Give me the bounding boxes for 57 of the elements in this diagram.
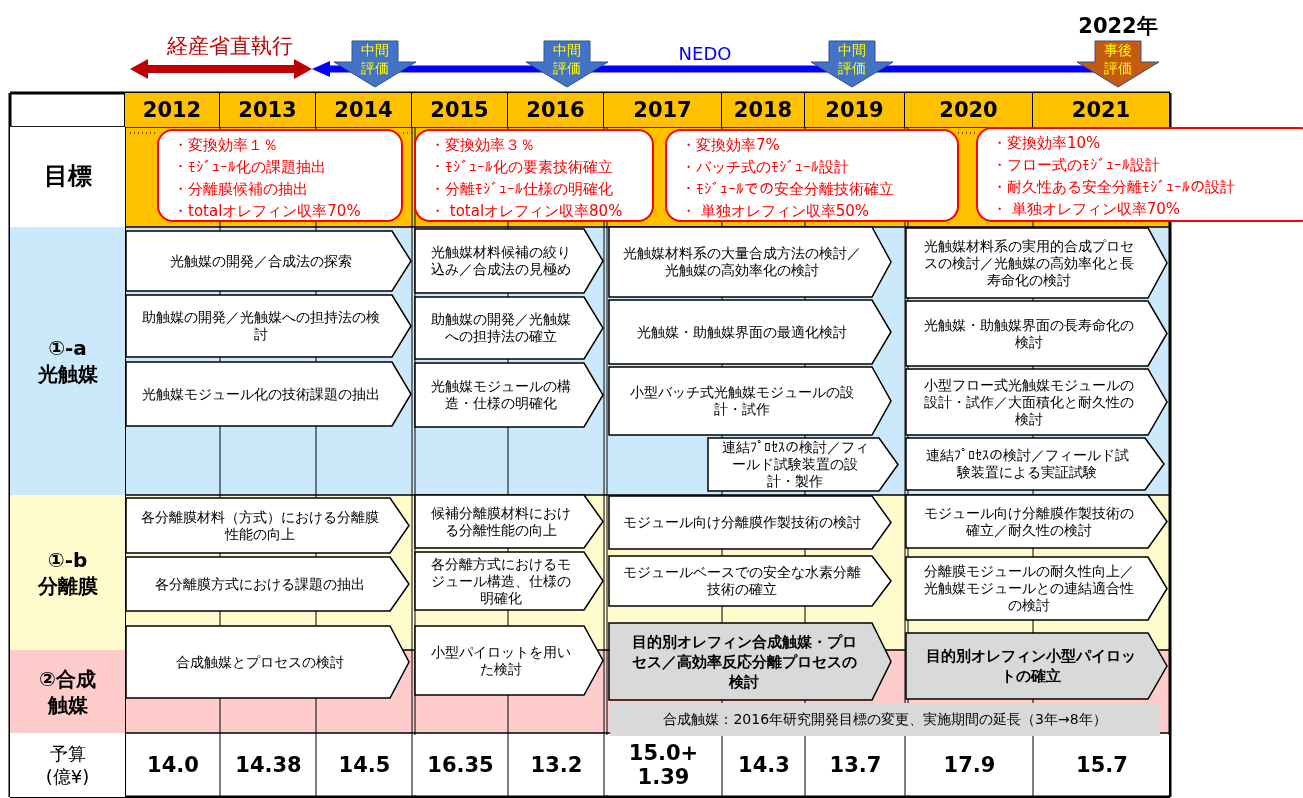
evaluation-arrow: 中間評価: [333, 40, 417, 88]
year-header-cell: 2020: [905, 93, 1033, 127]
row-heading: ②合成: [39, 665, 96, 692]
task-bar: モジュール向け分離膜作製技術の確立／耐久性の検討: [905, 494, 1168, 549]
year-header-cell: 2017: [604, 93, 722, 127]
organisation-label: NEDO: [677, 43, 733, 65]
year-header-cell: 2015: [412, 93, 508, 127]
task-bar: モジュール向け分離膜作製技術の検討: [608, 495, 892, 550]
year-header-cell: 2012: [125, 93, 220, 127]
task-bar: 連結ﾌﾟﾛｾｽの検討／フィールド試験装置による実証試験: [905, 437, 1165, 491]
task-bar: 光触媒モジュールの構造・仕様の明確化: [414, 362, 604, 428]
task-bar: 助触媒の開発／光触媒への担持法の確立: [414, 296, 604, 360]
row-heading: 触媒: [47, 691, 88, 718]
task-bar: 光触媒材料系の実用的合成プロセスの検討／光触媒の高効率化と長寿命化の検討: [905, 227, 1168, 299]
row-heading: (億¥): [45, 765, 90, 789]
task-bar: モジュールベースでの安全な水素分離技術の確立: [608, 555, 892, 607]
year-label: 2022年: [1077, 13, 1159, 40]
task-bar: 小型バッチ式光触媒モジュールの設計・試作: [608, 366, 892, 436]
row-heading: ①-b: [47, 546, 88, 573]
task-bar: 候補分離膜材料における分離性能の向上: [414, 494, 604, 549]
year-header-cell: 2014: [316, 93, 412, 127]
task-bar: 目的別オレフィン合成触媒・プロセス／高効率反応分離プロセスの検討: [608, 622, 892, 701]
year-header-cell: 2019: [805, 93, 905, 127]
year-header-cell: 2018: [722, 93, 805, 127]
evaluation-arrow: 中間評価: [525, 40, 609, 88]
task-bar: 分離膜モジュールの耐久性向上／光触媒モジュールとの連結適合性の検討: [905, 556, 1168, 621]
task-bar: 光触媒材料候補の絞り込み／合成法の見極め: [414, 228, 604, 294]
task-bar: 目的別オレフィン小型パイロットの確立: [905, 632, 1168, 700]
task-bar: 光触媒・助触媒界面の長寿命化の検討: [905, 300, 1168, 367]
goal-box: ・変換効率３％ ・ﾓｼﾞｭｰﾙ化の要素技術確立 ・分離ﾓｼﾞｭｰﾙ仕様の明確化 ・ totalオレフィン収率80%: [414, 129, 654, 222]
year-header-cell: 2013: [220, 93, 316, 127]
evaluation-arrow: 中間評価: [810, 40, 894, 88]
task-bar: 光触媒材料系の大量合成方法の検討／光触媒の高効率化の検討: [608, 226, 892, 298]
period-label: 経産省直執行: [166, 33, 294, 60]
task-bar: 光触媒の開発／合成法の探索: [125, 230, 412, 292]
year-header-cell: 2016: [508, 93, 604, 127]
row-heading: 光触媒: [37, 361, 98, 387]
task-bar: 小型フロー式光触媒モジュールの設計・試作／大面積化と耐久性の検討: [905, 368, 1168, 436]
task-bar: 連結ﾌﾟﾛｾｽの検討／フィールド試験装置の設計・製作: [707, 437, 899, 492]
task-bar: 光触媒モジュール化の技術課題の抽出: [125, 361, 412, 427]
task-bar: 小型パイロットを用いた検討: [414, 625, 604, 696]
task-bar: 光触媒・助触媒界面の最適化検討: [608, 299, 892, 365]
year-header-cell: 2021: [1033, 93, 1170, 127]
goal-box: ・変換効率7% ・バッチ式のﾓｼﾞｭｰﾙ設計 ・ﾓｼﾞｭｰﾙでの安全分離技術確立 ・ 単独オレフィン収率50%: [665, 129, 959, 222]
goal-box: ・変換効率10% ・フロー式のﾓｼﾞｭｰﾙ設計 ・耐久性ある安全分離ﾓｼﾞｭｰﾙの設計 ・ 単独オレフィン収率70%: [976, 127, 1303, 222]
goal-box: ・変換効率１％ ・ﾓｼﾞｭｰﾙ化の課題抽出 ・分離膜候補の抽出 ・totalオレフィン収率70%: [157, 129, 403, 222]
task-bar: 各分離膜方式における課題の抽出: [125, 556, 410, 612]
task-bar: 助触媒の開発／光触媒への担持法の検討: [125, 294, 412, 358]
row-heading: 予算: [49, 741, 86, 765]
row-heading: ①-a: [48, 335, 87, 361]
task-bar: 各分離膜材料（方式）における分離膜性能の向上: [125, 497, 410, 554]
row-heading: 分離膜: [37, 572, 98, 599]
note-box: 合成触媒：2016年研究開発目標の変更、実施期間の延長（3年→8年）: [610, 703, 1160, 736]
row-heading: 目標: [43, 161, 92, 193]
task-bar: 各分離方式におけるモジュール構造、仕様の明確化: [414, 551, 604, 611]
task-bar: 合成触媒とプロセスの検討: [125, 625, 410, 699]
evaluation-arrow: 事後評価: [1076, 40, 1160, 88]
